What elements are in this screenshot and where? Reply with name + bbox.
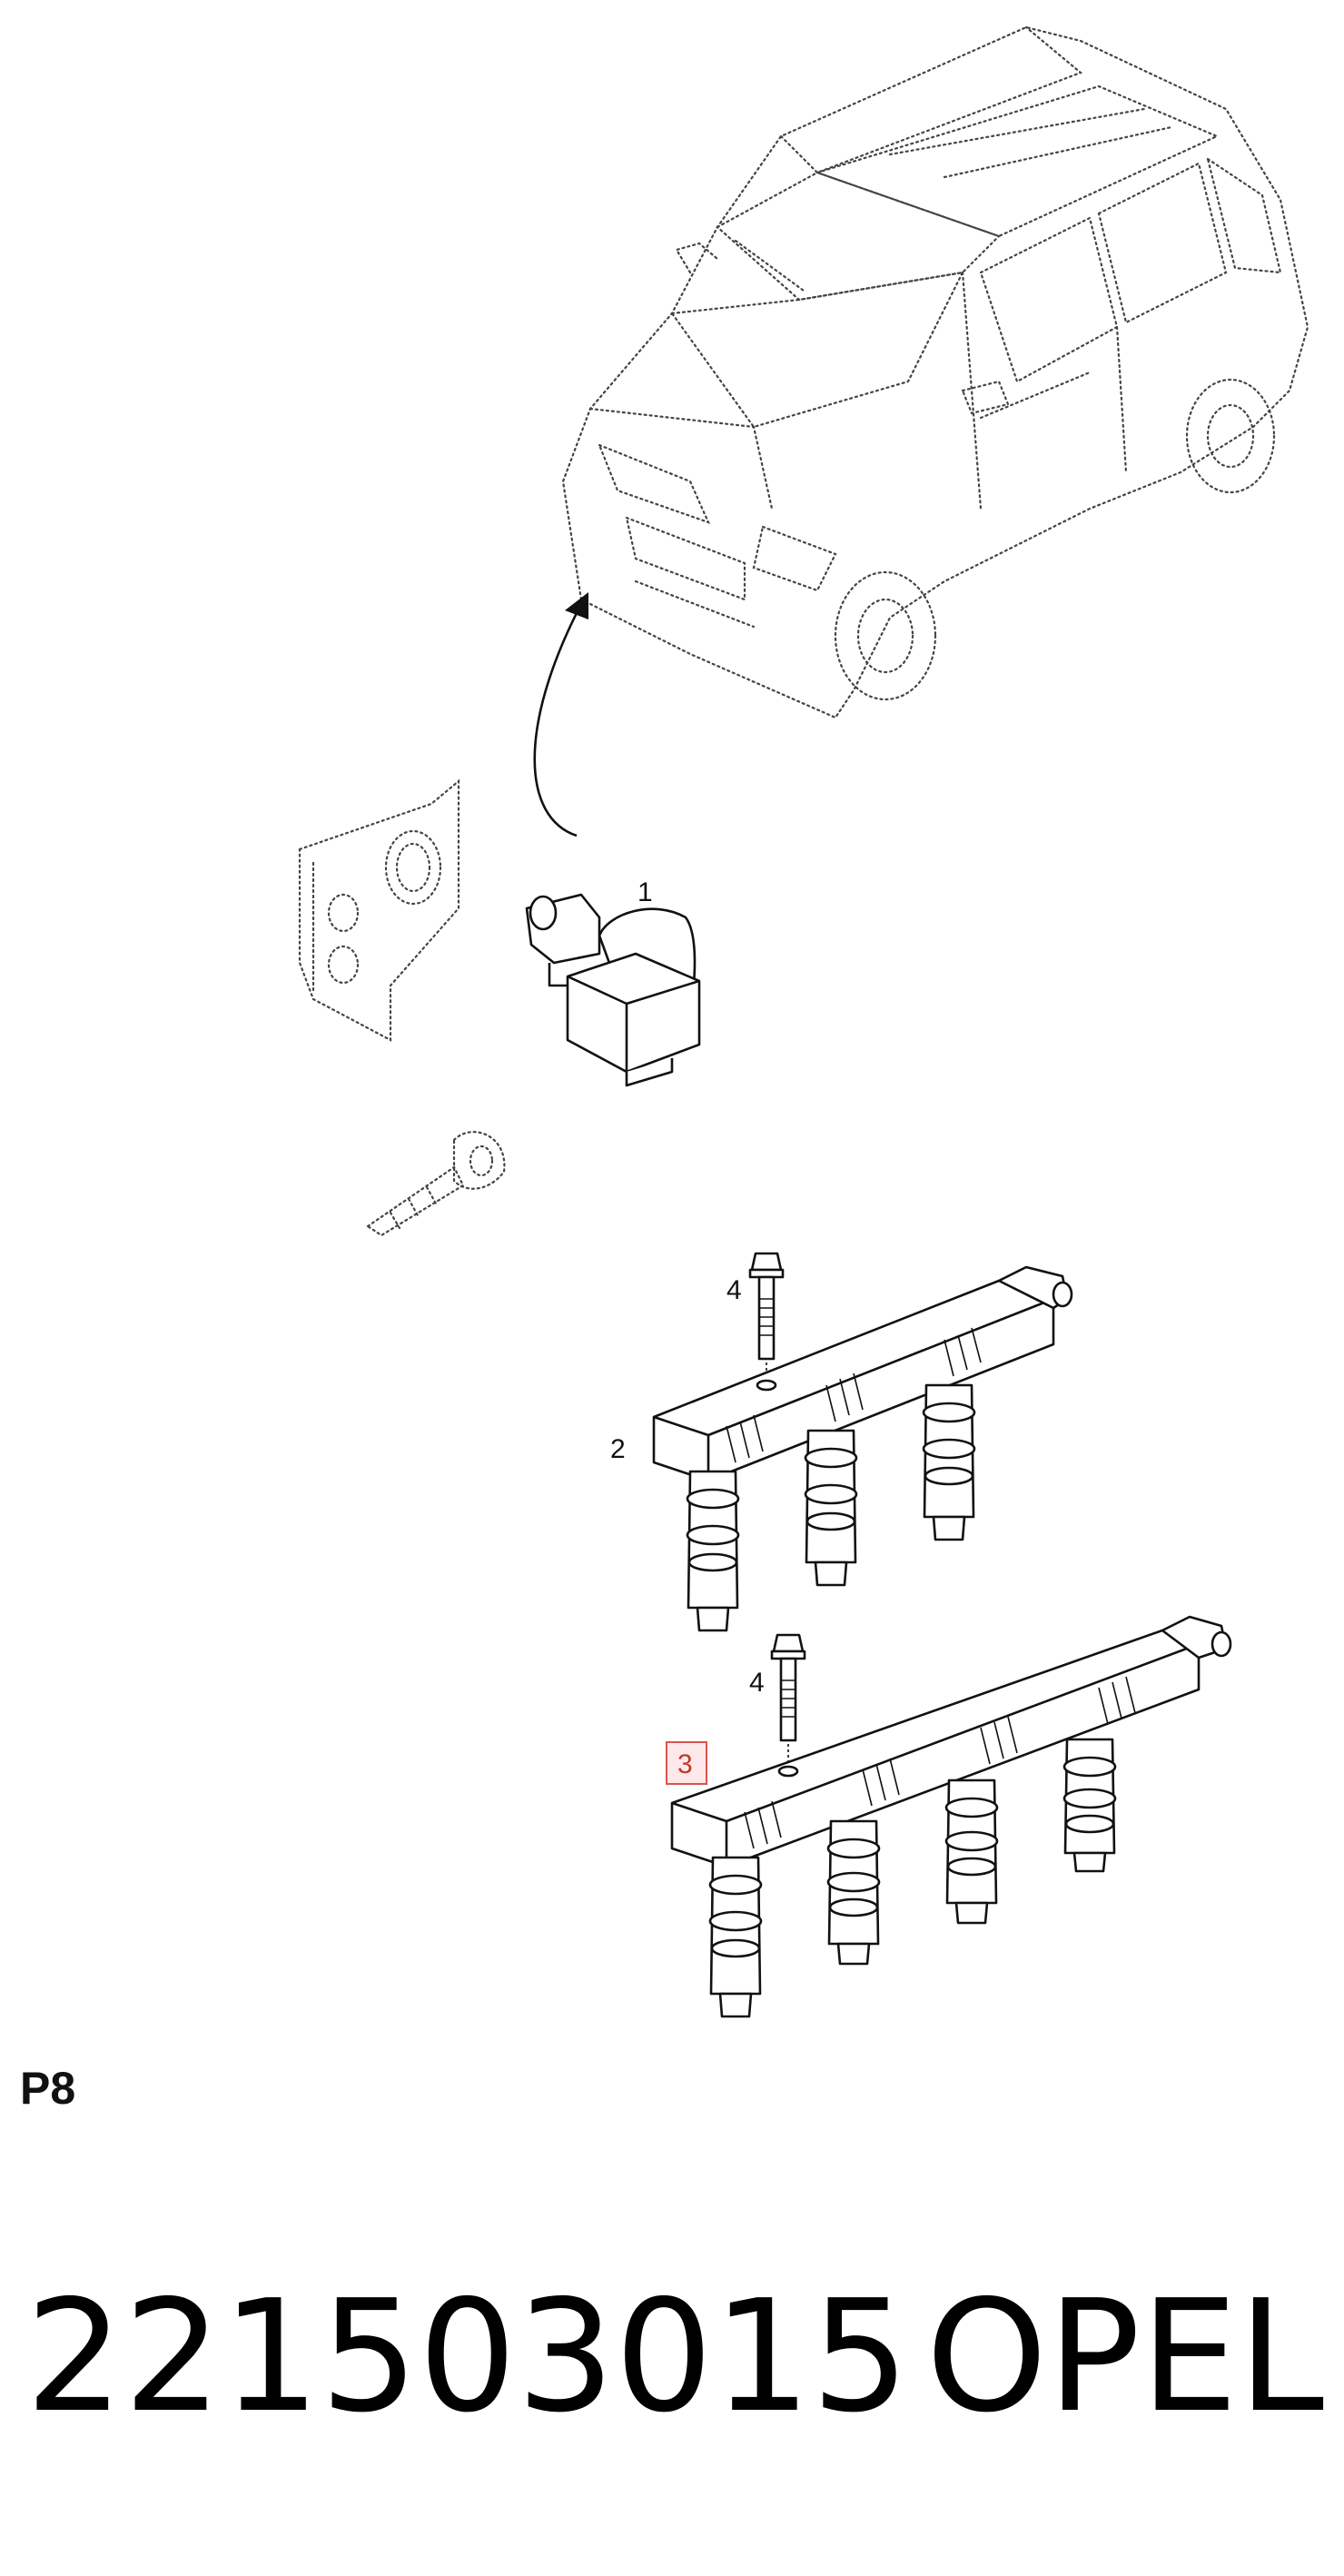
part-1-sensor (525, 893, 701, 1087)
callout-3: 3 (677, 1749, 693, 1779)
callout-4-lower: 4 (749, 1668, 765, 1698)
self-tapping-screw (366, 1131, 506, 1237)
bolt-4-lower (770, 1633, 806, 1762)
part-2-ignition-coil-3cyl (652, 1265, 1073, 1632)
part-3-ignition-coil-4cyl (670, 1615, 1232, 2018)
callout-3-highlight[interactable]: 3 (666, 1741, 707, 1785)
brand-name: OPEL (925, 2267, 1324, 2447)
callout-1: 1 (637, 877, 653, 907)
callout-4-upper: 4 (726, 1275, 742, 1305)
mounting-bracket (298, 778, 460, 1042)
callout-2: 2 (610, 1434, 626, 1464)
part-number: 221503015 (25, 2267, 910, 2447)
bolt-4-upper (748, 1252, 785, 1381)
vehicle-outline (561, 25, 1309, 719)
footer-caption: 221503015 OPEL (25, 2271, 1324, 2443)
location-arrow (533, 592, 588, 837)
exploded-parts-diagram: 1 2 4 4 3 (298, 25, 1309, 2018)
page-code: P8 (20, 2063, 76, 2114)
